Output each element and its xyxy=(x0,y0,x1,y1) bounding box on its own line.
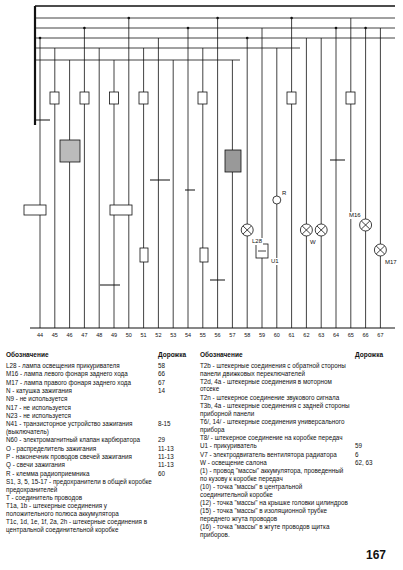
component-label: M16 xyxy=(348,212,362,219)
track-number: 48 xyxy=(96,332,102,339)
track-number: 63 xyxy=(318,332,324,339)
legend-entry: T2n - штекерное соединение звукового сиг… xyxy=(200,394,350,402)
column-header: Дорожка xyxy=(355,351,383,359)
track-number: 57 xyxy=(229,332,235,339)
legend-entry: N - катушка зажигания xyxy=(6,387,152,395)
wiring-schematic xyxy=(0,0,403,345)
legend-entry: N9 - не используется xyxy=(6,395,152,403)
track-reference: 59 xyxy=(355,442,362,450)
track-number: 49 xyxy=(111,332,117,339)
track-number: 52 xyxy=(155,332,161,339)
component-label: U1 xyxy=(270,258,280,265)
legend-entry: (10) - точка "массы" в центральной соеди… xyxy=(200,483,350,498)
legend-entry: T2d, 4a - штекерные соединения в моторно… xyxy=(200,378,350,393)
column-header: Обозначение xyxy=(6,351,49,359)
track-number: 54 xyxy=(185,332,191,339)
track-number: 62 xyxy=(303,332,309,339)
legend-entry: N60 - электромагнитный клапан карбюратор… xyxy=(6,436,152,444)
track-number: 64 xyxy=(333,332,339,339)
legend-entry: T8/ - штекерное соединение на коробке пе… xyxy=(200,434,350,442)
column-header: Дорожка xyxy=(158,351,186,359)
legend-entry: O - распределитель зажигания xyxy=(6,445,152,453)
legend-entry: N41 - транзисторное устройство зажигания… xyxy=(6,420,152,435)
legend-entry: S1, 3, 5, 15-17 - предохранители в общей… xyxy=(6,478,152,493)
track-number: 45 xyxy=(52,332,58,339)
track-reference: 11-13 xyxy=(158,453,174,461)
legend-entry: (1) - провод "массы" аккумулятора, прове… xyxy=(200,467,350,482)
track-reference: 66 xyxy=(158,370,165,378)
component-label: L28 xyxy=(251,238,263,245)
track-reference: 60 xyxy=(158,470,165,478)
legend-entry: L28 - лампа освещения прикуривателя xyxy=(6,362,152,370)
legend-entry: (16) - точка "массы" в жгуте проводов щи… xyxy=(200,523,350,538)
page-number: 167 xyxy=(366,548,386,562)
track-number: 59 xyxy=(259,332,265,339)
track-reference: 11-13 xyxy=(158,461,174,469)
track-number: 44 xyxy=(37,332,43,339)
legend-entry: M17 - лампа правого фонаря заднего хода xyxy=(6,379,152,387)
track-number: 67 xyxy=(377,332,383,339)
component-label: W xyxy=(309,239,317,246)
legend-entry: Q - свечи зажигания xyxy=(6,461,152,469)
legend-entry: U1 - прикуриватель xyxy=(200,442,350,450)
legend-entry: T2b - штекерные соединения с обратной ст… xyxy=(200,362,350,377)
track-number: 51 xyxy=(141,332,147,339)
track-reference: 58 xyxy=(158,362,165,370)
legend-entry: W - освещение салона xyxy=(200,459,350,467)
track-reference: 62, 63 xyxy=(355,459,373,467)
legend-entry: (15) - точка "массы" в изоляционной труб… xyxy=(200,507,350,522)
column-header: Обозначение xyxy=(200,351,243,359)
track-number: 46 xyxy=(67,332,73,339)
legend-entry: (12) - точка "массы" на крышке головки ц… xyxy=(200,499,350,507)
track-number: 66 xyxy=(363,332,369,339)
legend-entry: V7 - электродвигатель вентилятора радиат… xyxy=(200,451,350,459)
legend-entry: N23 - не используется xyxy=(6,412,152,420)
track-number: 60 xyxy=(274,332,280,339)
component-label: R xyxy=(281,190,287,197)
track-number: 65 xyxy=(348,332,354,339)
legend-entry: R - клемма радиоприемника xyxy=(6,470,152,478)
track-reference: 67 xyxy=(158,379,165,387)
legend-entry: N17 - не используется xyxy=(6,404,152,412)
track-reference: 29 xyxy=(158,436,165,444)
track-reference: 8-15 xyxy=(158,420,171,428)
track-number: 58 xyxy=(244,332,250,339)
track-reference: 6 xyxy=(355,451,359,459)
legend-entry: T3b, 4a - штекерные соединения с задней … xyxy=(200,402,350,417)
legend-entry: P - наконечник проводов свечей зажигания xyxy=(6,453,152,461)
track-number: 61 xyxy=(289,332,295,339)
track-reference: 11-13 xyxy=(158,445,174,453)
track-reference: 14 xyxy=(158,387,165,395)
track-number: 55 xyxy=(200,332,206,339)
legend-entry: T1c, 1d, 1e, 1f, 2a, 2h - штекерные соед… xyxy=(6,518,152,533)
legend-entry: T - соединитель проводов xyxy=(6,494,152,502)
track-number: 53 xyxy=(170,332,176,339)
legend-entry: T6/, 14/ - штекерные соединения универса… xyxy=(200,418,350,433)
track-number: 47 xyxy=(81,332,87,339)
legend-entry: T1a, 1b - штекерные соединения у положит… xyxy=(6,502,152,517)
track-number: 56 xyxy=(215,332,221,339)
component-label: M17 xyxy=(384,259,398,266)
track-number: 50 xyxy=(126,332,132,339)
legend-entry: M16 - лампа левого фонаря заднего хода xyxy=(6,370,152,378)
